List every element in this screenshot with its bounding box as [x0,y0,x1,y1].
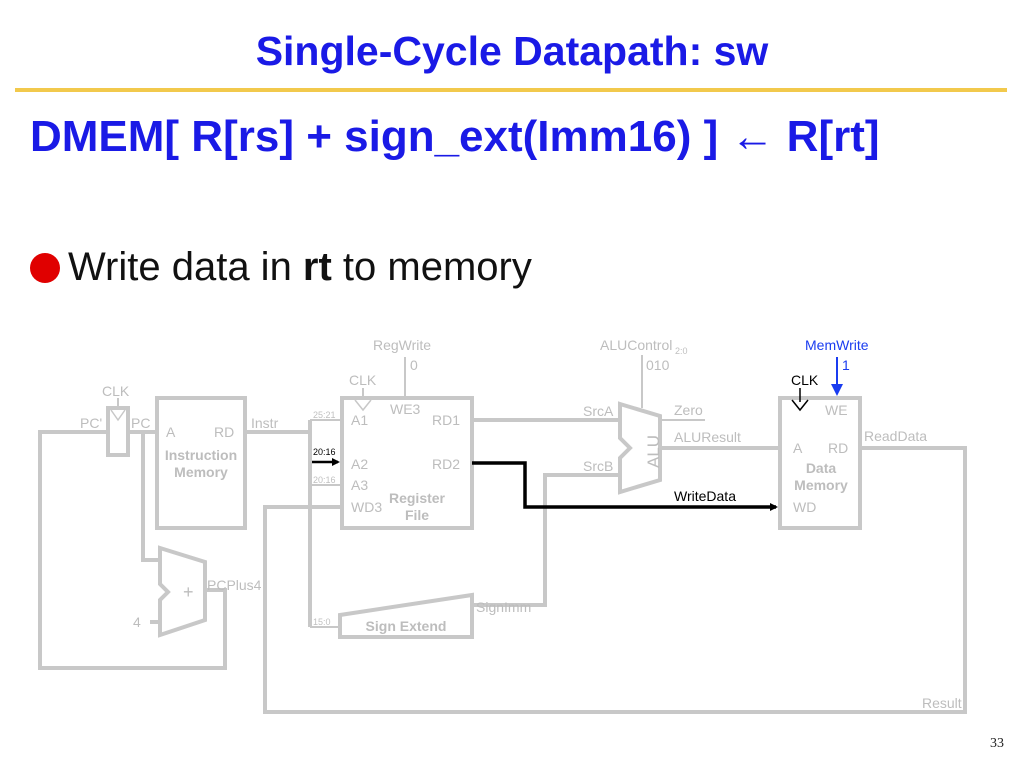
alucontrol-value: 010 [646,357,670,373]
rtl-equation: DMEM[ R[rs] + sign_ext(Imm16) ] ← R[rt] [30,112,880,161]
pc-adder [158,545,207,638]
pc-clk-label: CLK [102,383,130,399]
rf-a3: A3 [351,477,368,493]
data-memory [778,396,862,530]
imem-a: A [166,424,176,440]
memwrite-label: MemWrite [805,337,869,353]
alu [618,401,662,495]
rf-name1: Register [389,490,446,506]
imem-name1: Instruction [165,447,237,463]
instruction-memory [155,396,247,530]
sign-extend [338,592,474,639]
dm-name2: Memory [794,477,848,493]
rf-rd1: RD1 [432,412,460,428]
pc-label: PC [131,415,150,431]
bits-a3: 20:16 [313,475,336,485]
inactive-wires [38,355,967,714]
bullet-suffix: to memory [331,245,532,289]
pcplus4-label: PCPlus4 [207,577,262,593]
bullet-item: Write data in rt to memory [30,245,532,290]
bits-a2: 20:16 [313,447,336,457]
adder-plus-icon: + [183,582,194,602]
bullet-prefix: Write data in [68,245,303,289]
rf-a2: A2 [351,456,368,472]
title-divider [15,88,1007,92]
instr-label: Instr [251,415,279,431]
bits-a1: 25:21 [313,410,336,420]
dm-clk-label: CLK [791,372,819,388]
pc-register [106,406,130,457]
dm-wd: WD [793,499,816,515]
dm-name1: Data [806,460,837,476]
aluresult-label: ALUResult [674,429,741,445]
slide-title: Single-Cycle Datapath: sw [255,28,769,74]
four-label: 4 [133,614,141,630]
bits-imm: 15:0 [313,617,331,627]
zero-label: Zero [674,402,703,418]
imem-rd: RD [214,424,234,440]
rf-name2: File [405,507,429,523]
signimm-label: SignImm [476,599,531,615]
bullet-dot-icon [30,252,60,283]
regwrite-label: RegWrite [373,337,431,353]
srcb-label: SrcB [583,458,613,474]
rf-we3: WE3 [390,401,421,417]
dm-a: A [793,440,803,456]
alucontrol-label: ALUControl [600,337,672,353]
readdata-label: ReadData [864,428,927,444]
memwrite-value: 1 [842,357,850,373]
imem-name2: Memory [174,464,228,480]
result-label: Result [922,695,962,711]
rf-a1: A1 [351,412,368,428]
rf-rd2: RD2 [432,456,460,472]
alucontrol-sub: 2:0 [675,346,688,356]
rf-clk-label: CLK [349,372,377,388]
writedata-path [472,461,778,511]
regwrite-value: 0 [410,357,418,373]
pc-prime-label: PC' [80,415,102,431]
srca-label: SrcA [583,403,614,419]
bullet-bold: rt [302,245,332,289]
page-number: 33 [990,736,1004,751]
alu-label: ALU [644,435,663,468]
writedata-label: WriteData [674,488,736,504]
signext-label: Sign Extend [366,618,447,634]
rf-wd3: WD3 [351,499,382,515]
dm-we: WE [825,402,848,418]
register-file [340,396,474,530]
dm-rd: RD [828,440,848,456]
